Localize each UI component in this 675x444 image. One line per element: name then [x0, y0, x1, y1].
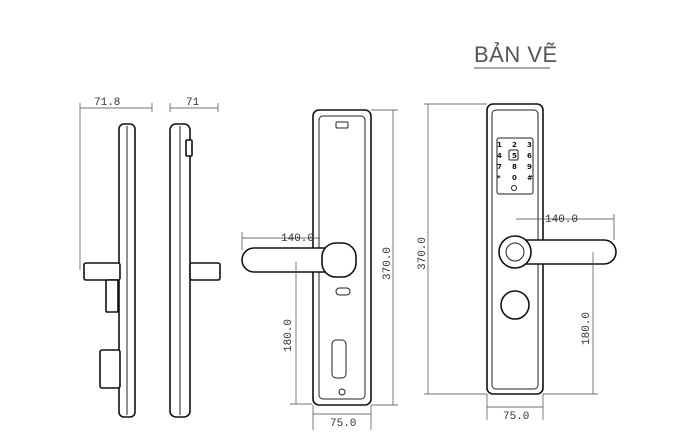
dim-width-back: 75.0 [503, 411, 529, 423]
dim-handle-height-front: 180.0 [283, 319, 295, 352]
key-5: 5 [512, 152, 517, 160]
key-9: 9 [527, 163, 532, 171]
dim-side-thickness: 71.8 [94, 97, 120, 109]
doorbell-icon [511, 185, 517, 191]
dim-handle-height-back: 180.0 [581, 312, 593, 345]
back-view-keypad: 1 2 3 4 5 6 7 8 9 * 0 # 140.0 180.0 370.… [417, 103, 617, 423]
side-view-left: 71.8 [79, 97, 153, 418]
dim-body-height-back: 370.0 [417, 237, 429, 270]
key-0: 0 [512, 174, 517, 182]
drawing-title: BẢN VẼ [474, 42, 558, 67]
key-6: 6 [527, 152, 532, 160]
key-4: 4 [497, 152, 502, 160]
key-hash: # [527, 174, 533, 182]
front-view-mortise: 140.0 180.0 370.0 75.0 [241, 109, 398, 430]
dim-width-front: 75.0 [330, 418, 356, 430]
dim-body-height-front: 370.0 [382, 247, 394, 280]
dim-handle-length-back: 140.0 [545, 214, 578, 226]
lock-indicator-icon [508, 149, 519, 161]
key-7: 7 [497, 163, 502, 171]
fingerprint-sensor [505, 242, 525, 262]
key-cylinder [500, 290, 530, 320]
key-3: 3 [527, 141, 532, 149]
key-8: 8 [512, 163, 517, 171]
key-1: 1 [497, 141, 502, 149]
key-star: * [497, 174, 501, 182]
dim-side-thickness-2: 71 [186, 97, 200, 109]
key-2: 2 [512, 141, 517, 149]
side-view-right: 71 [169, 97, 221, 418]
dim-handle-length-front: 140.0 [281, 233, 314, 245]
